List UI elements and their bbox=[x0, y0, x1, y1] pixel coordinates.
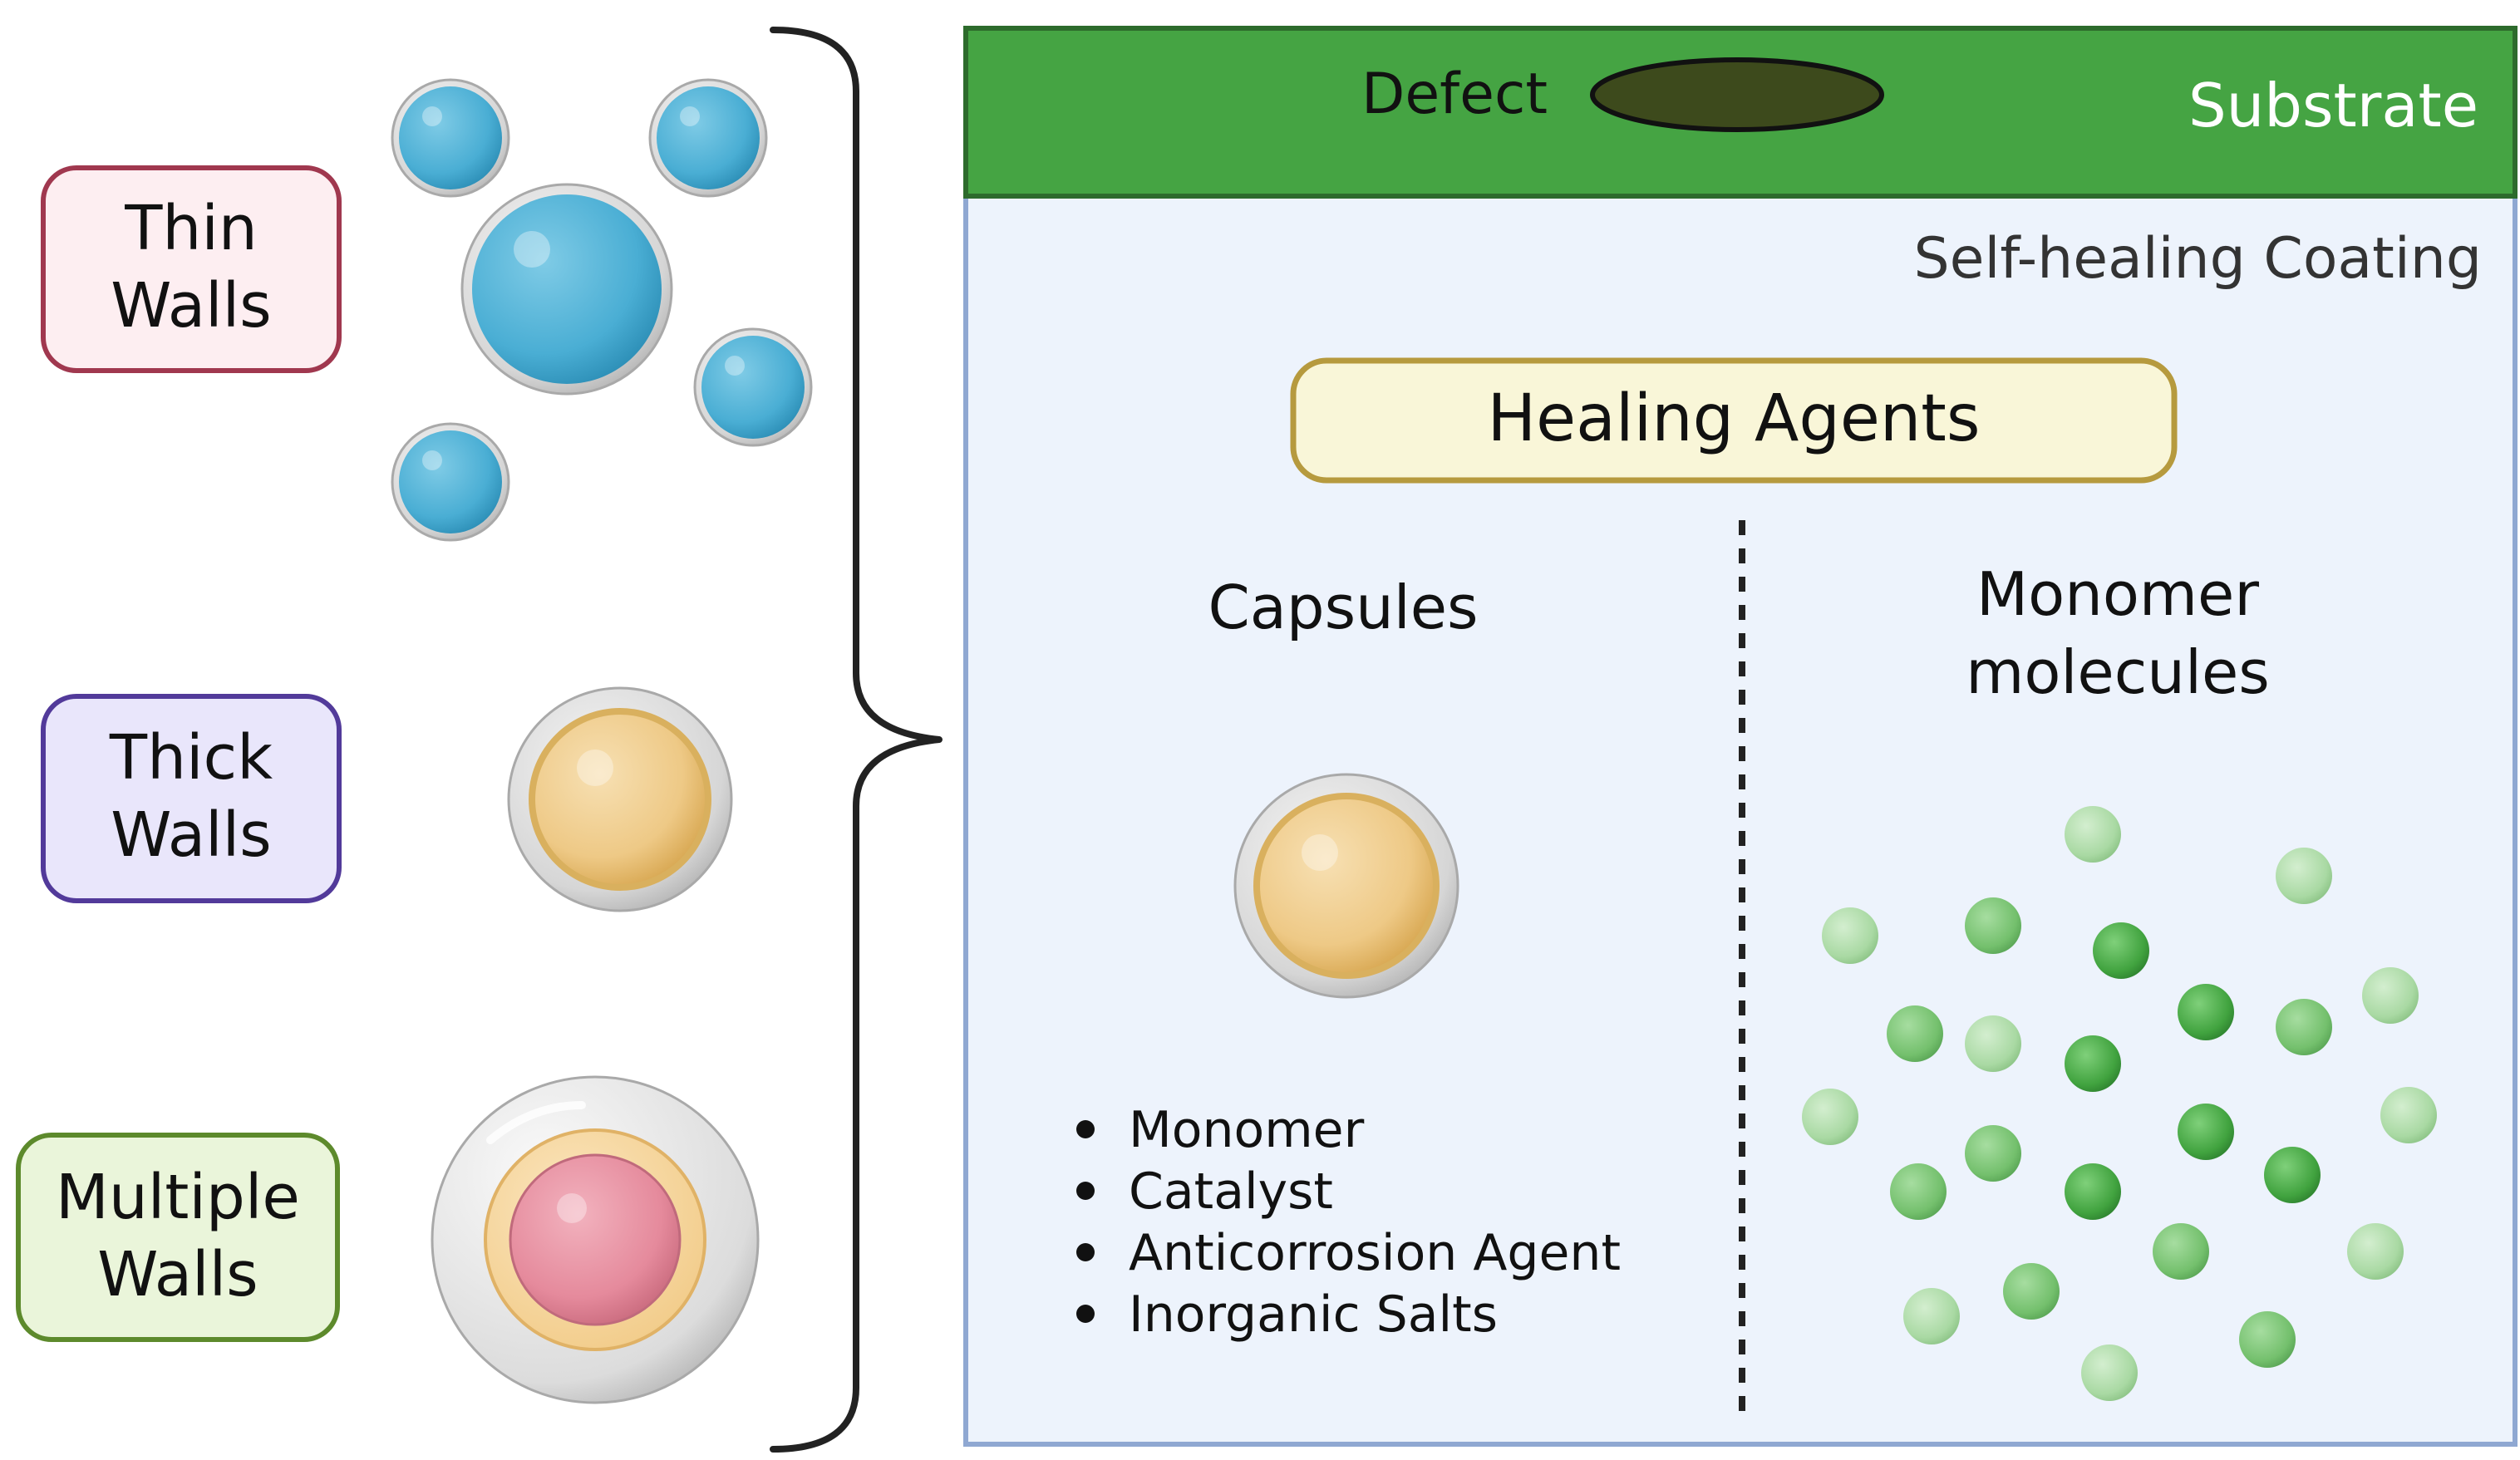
monomer-heading-line2: molecules bbox=[1966, 637, 2270, 707]
thin-capsule-small-2 bbox=[648, 78, 768, 198]
thin-capsule-small-3 bbox=[693, 327, 813, 447]
monomer-molecule bbox=[1802, 1089, 1858, 1145]
monomer-molecule bbox=[2362, 967, 2419, 1024]
list-item: Inorganic Salts bbox=[1076, 1285, 1498, 1344]
thin-walls-label-line1: Thin bbox=[124, 193, 258, 264]
monomer-molecule bbox=[2178, 1104, 2234, 1160]
thick-walls-label-line1: Thick bbox=[109, 722, 273, 794]
monomer-molecule bbox=[1903, 1288, 1960, 1344]
thin-wall-capsules bbox=[391, 78, 813, 542]
defect-label: Defect bbox=[1361, 61, 1548, 127]
healing-agents-box: Healing Agents bbox=[1290, 357, 2178, 484]
self-healing-coating-label: Self-healing Coating bbox=[1914, 226, 2483, 292]
monomer-molecule bbox=[2264, 1147, 2321, 1203]
monomer-molecule bbox=[2239, 1311, 2296, 1368]
capsule-illustration bbox=[1233, 773, 1459, 999]
monomer-molecule bbox=[1890, 1163, 1947, 1220]
defect-hole bbox=[1590, 57, 1884, 132]
monomer-molecules bbox=[1802, 806, 2437, 1401]
healing-agents-label: Healing Agents bbox=[1487, 381, 1980, 456]
list-item-text: Anticorrosion Agent bbox=[1129, 1224, 1621, 1282]
monomer-molecule bbox=[1965, 1015, 2021, 1072]
monomer-molecule bbox=[2178, 984, 2234, 1040]
monomer-molecule bbox=[2347, 1223, 2404, 1280]
monomer-molecule bbox=[2153, 1223, 2209, 1280]
thin-walls-label-line2: Walls bbox=[111, 270, 271, 342]
multiple-walls-label-line1: Multiple bbox=[56, 1162, 300, 1233]
thin-walls-label-box: Thin Walls bbox=[41, 165, 342, 373]
monomer-molecule bbox=[2065, 1035, 2121, 1092]
thin-capsule-small-4 bbox=[391, 422, 510, 542]
multiple-walls-label-line2: Walls bbox=[97, 1239, 258, 1310]
monomer-molecule bbox=[1887, 1005, 1943, 1062]
multiple-walls-label-box: Multiple Walls bbox=[16, 1133, 340, 1342]
multiple-wall-capsule bbox=[431, 1075, 760, 1404]
thin-capsule-large bbox=[460, 183, 673, 396]
monomer-molecule bbox=[1965, 1125, 2021, 1182]
substrate-layer: Defect Substrate bbox=[963, 26, 2518, 199]
monomer-molecule bbox=[2065, 806, 2121, 863]
monomer-molecule bbox=[2081, 1344, 2138, 1401]
thin-capsule-small-1 bbox=[391, 78, 510, 198]
list-item-text: Inorganic Salts bbox=[1129, 1285, 1498, 1344]
substrate-label: Substrate bbox=[2188, 71, 2478, 140]
list-item: Anticorrosion Agent bbox=[1076, 1224, 1621, 1282]
list-item: Monomer bbox=[1076, 1101, 1365, 1159]
monomer-molecule bbox=[2065, 1163, 2121, 1220]
capsule-contents-list: Monomer Catalyst Anticorrosion Agent Ino… bbox=[1076, 1101, 1621, 1344]
thick-wall-capsule bbox=[507, 686, 733, 912]
list-item-text: Catalyst bbox=[1129, 1163, 1333, 1221]
monomer-molecule bbox=[2276, 999, 2332, 1055]
monomer-molecule bbox=[2276, 848, 2332, 904]
list-item: Catalyst bbox=[1076, 1163, 1333, 1221]
monomer-molecule bbox=[2380, 1087, 2437, 1143]
thick-walls-label-box: Thick Walls bbox=[41, 694, 342, 903]
capsules-heading: Capsules bbox=[1208, 573, 1478, 642]
grouping-brace bbox=[770, 27, 943, 1453]
monomer-heading-line1: Monomer bbox=[1976, 559, 2259, 629]
monomer-molecule bbox=[2093, 922, 2149, 979]
monomer-molecule bbox=[1822, 907, 1878, 964]
monomer-molecule bbox=[1965, 897, 2021, 954]
monomer-molecule bbox=[2003, 1263, 2060, 1320]
list-item-text: Monomer bbox=[1129, 1101, 1365, 1159]
thick-walls-label-line2: Walls bbox=[111, 799, 271, 871]
